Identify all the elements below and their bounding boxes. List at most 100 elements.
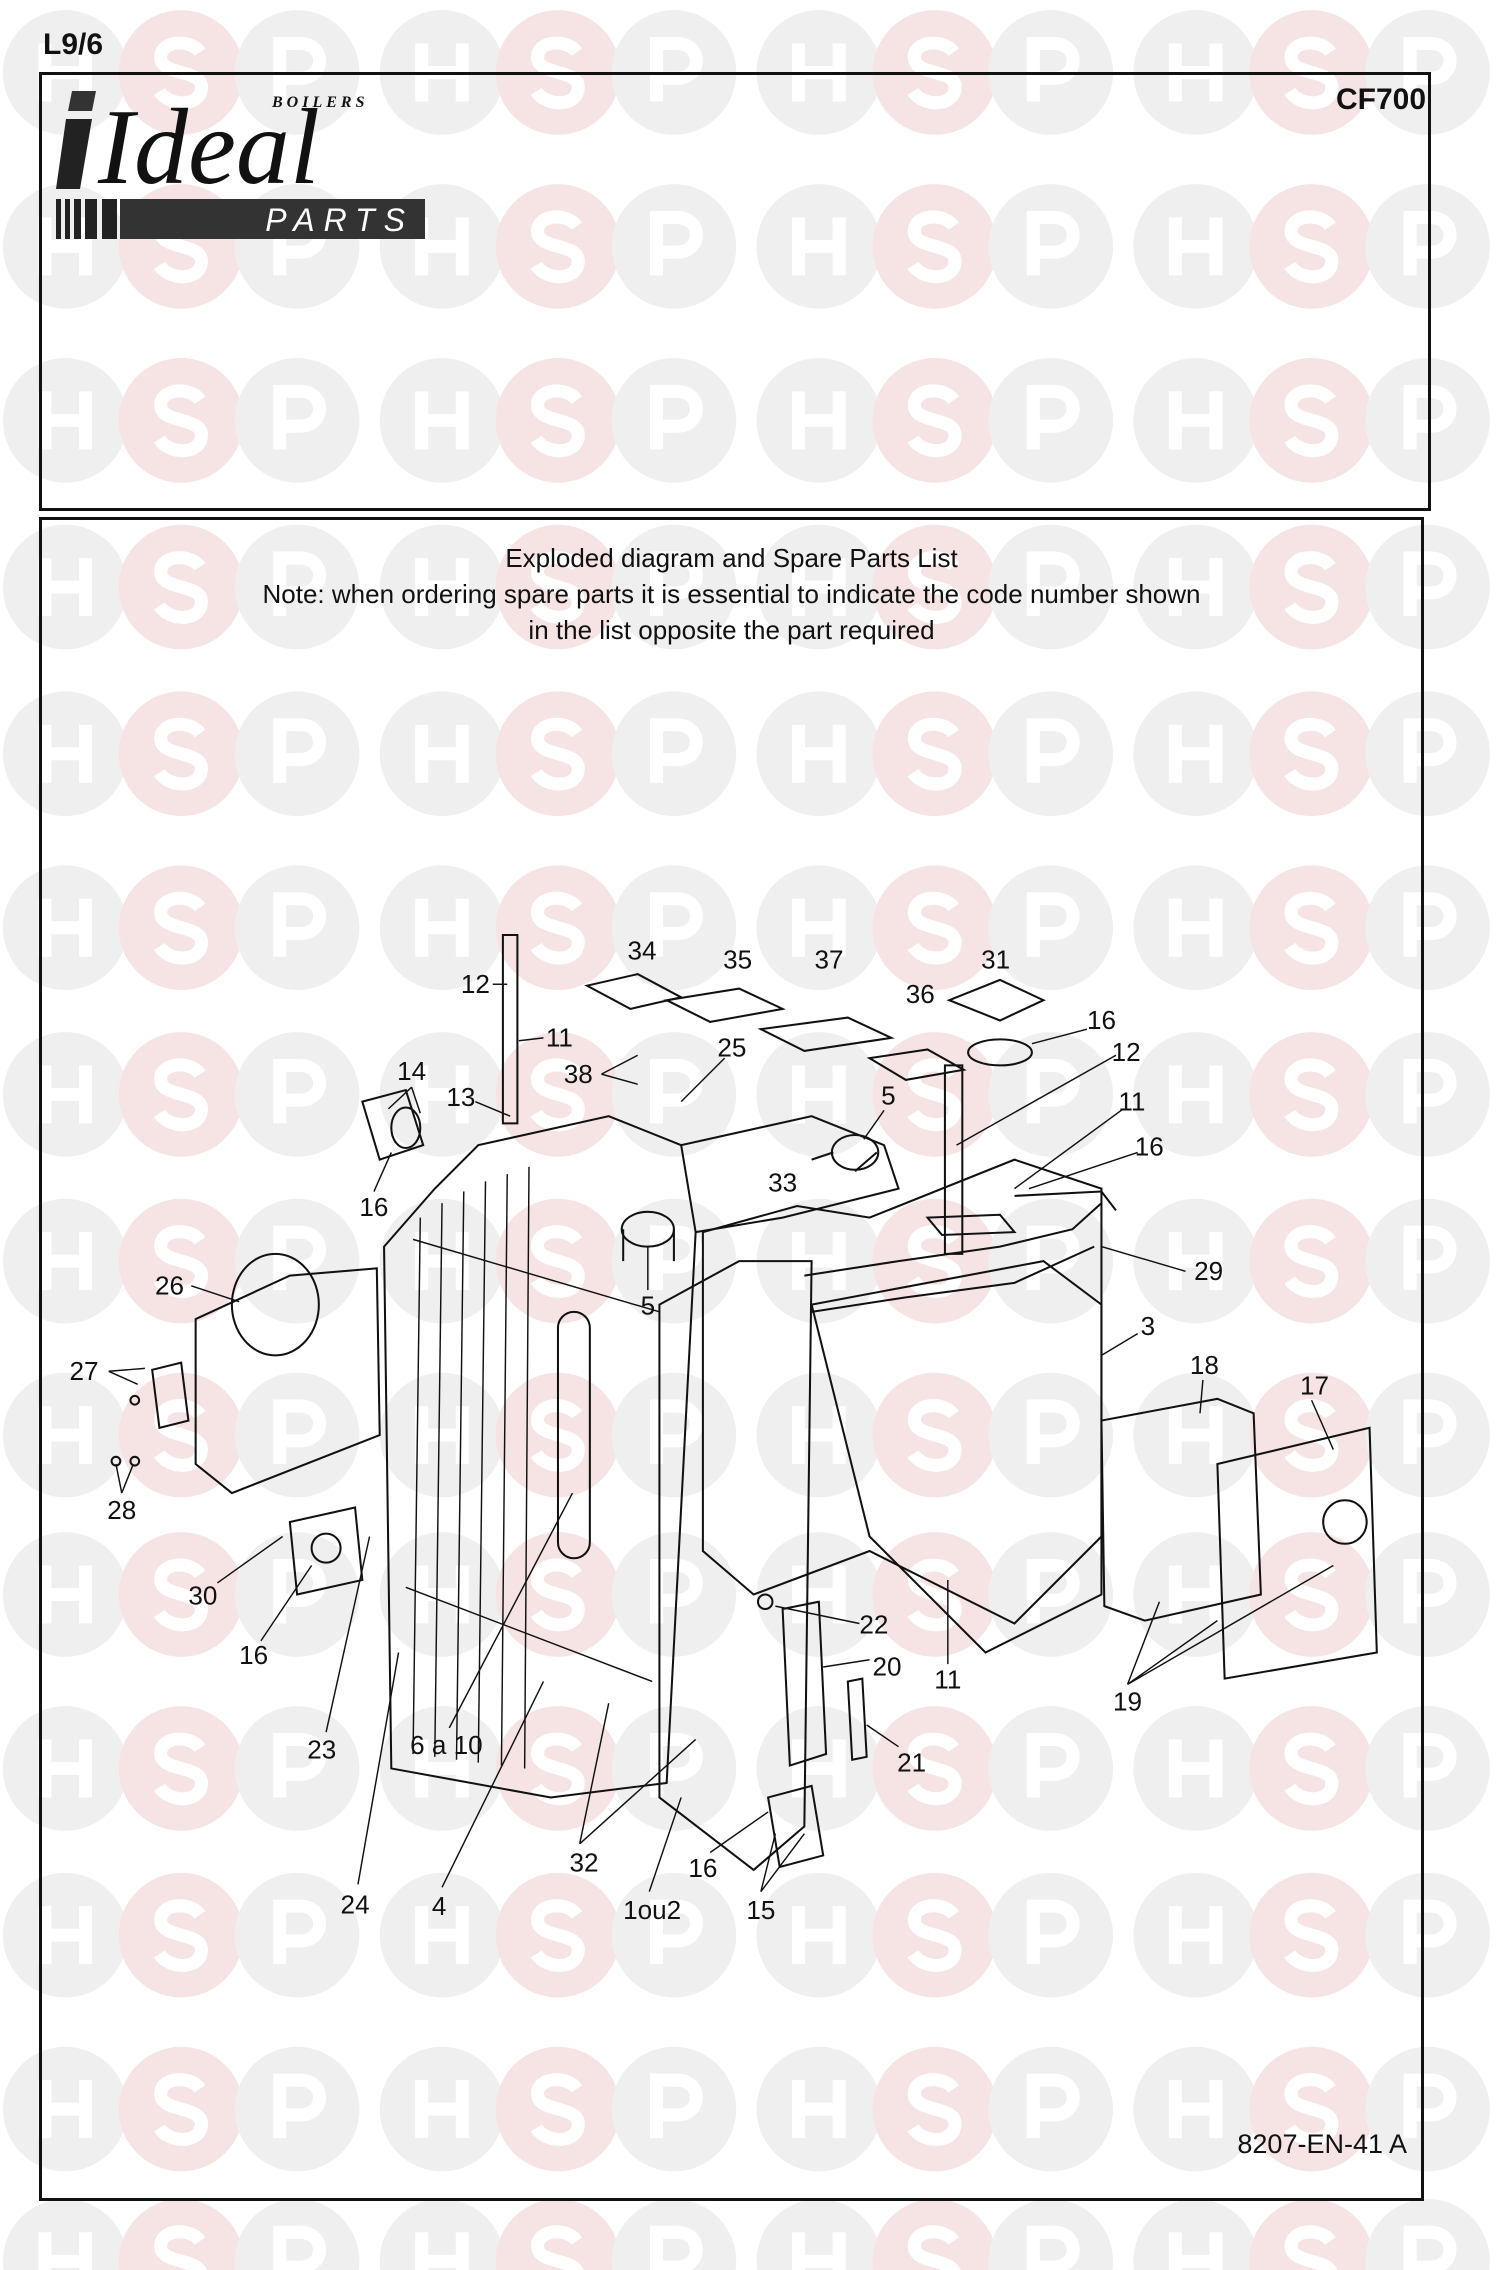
callout-label: 16: [1087, 1005, 1116, 1035]
watermark-letter: [650, 2073, 703, 2139]
callout-label: 6 a 10: [410, 1730, 483, 1760]
watermark-letter: [273, 2073, 327, 2139]
watermark-letter: [273, 36, 327, 102]
gasket-34: [584, 973, 685, 1010]
watermark-letter: [273, 1058, 327, 1124]
model-code: CF700: [1335, 83, 1426, 116]
watermark-letter: [907, 2073, 962, 2146]
watermark-letter: [153, 1899, 208, 1972]
callout-label: 36: [906, 979, 935, 1009]
callout-label: 31: [981, 944, 1010, 974]
callout-label: 38: [564, 1059, 593, 1089]
callout-label: 27: [70, 1356, 99, 1386]
watermark-letter: [415, 1065, 469, 1124]
watermark-letter: [1284, 1899, 1339, 1972]
callout-label: 16: [688, 1853, 717, 1883]
watermark-letter: [1403, 1058, 1457, 1124]
watermark-letter: [530, 1558, 585, 1632]
watermark-letter: [1403, 1558, 1457, 1624]
watermark-letter: [650, 892, 703, 957]
watermark-letter: [38, 724, 93, 783]
watermark-letter: [1284, 1058, 1339, 1132]
rear-section: [701, 1158, 1103, 1625]
watermark-letter: [530, 384, 585, 458]
burner-housing-26: [194, 1267, 381, 1495]
watermark-letter: [530, 210, 585, 284]
callout-label: 12: [461, 969, 490, 999]
watermark-letter: [1284, 2073, 1339, 2146]
callout-label: 5: [641, 1291, 656, 1321]
watermark-letter: [1026, 1899, 1080, 1965]
callout-label: 16: [239, 1640, 268, 1670]
watermark-letter: [530, 1899, 585, 1972]
watermark-letter: [792, 1565, 846, 1624]
watermark-letter: [1284, 1225, 1339, 1298]
watermark-letter: [1026, 1732, 1080, 1798]
strip-12: [501, 933, 519, 1125]
watermark-letter: [1168, 2080, 1223, 2139]
watermark-letter: [1168, 1906, 1223, 1965]
svg-text:PARTS: PARTS: [265, 202, 414, 238]
watermark-letter: [907, 1732, 962, 1806]
strip-12b: [943, 1064, 964, 1255]
watermark-letter: [650, 1732, 703, 1798]
watermark-letter: [650, 1399, 703, 1465]
watermark-letter: [273, 892, 327, 957]
watermark-letter: [1168, 1065, 1223, 1124]
watermark-letter: [1284, 1558, 1339, 1632]
watermark-letter: [650, 1225, 703, 1291]
watermark-letter: [650, 384, 703, 450]
flange-30: [288, 1506, 364, 1596]
callout-label: 26: [155, 1270, 184, 1300]
callout-label: 35: [723, 944, 752, 974]
callout-label: 3: [1141, 1311, 1156, 1341]
watermark-letter: [1403, 1899, 1457, 1965]
watermark-letter: [1284, 210, 1339, 284]
title-line-1: Exploded diagram and Spare Parts List: [505, 543, 958, 573]
watermark-letter: [792, 724, 846, 783]
watermark-letter: [415, 2080, 469, 2139]
callout-label: 25: [717, 1033, 746, 1063]
side-section: [658, 1260, 813, 1872]
watermark-letter: [530, 1225, 585, 1298]
watermark-letter: [1284, 384, 1339, 458]
watermark-letter: [1403, 551, 1457, 617]
watermark-letter: [907, 384, 962, 458]
watermark-letter: [1168, 724, 1223, 783]
callout-label: 24: [341, 1889, 370, 1919]
callout-label: 11: [934, 1665, 961, 1695]
callout-label: 28: [107, 1495, 136, 1525]
title-line-3: in the list opposite the part required: [528, 615, 935, 645]
watermark-letter: [415, 898, 469, 957]
watermark-letter: [38, 1739, 93, 1798]
watermark-letter: [1284, 891, 1339, 965]
watermark-letter: [792, 1065, 846, 1124]
watermark-letter: [1168, 898, 1223, 957]
watermark-letter: [530, 891, 585, 965]
svg-text:BOILERS: BOILERS: [271, 94, 368, 111]
watermark-letter: [530, 551, 585, 624]
callout-label: 29: [1194, 1256, 1223, 1286]
watermark-letter: [1026, 551, 1080, 617]
watermark-letter: [1026, 892, 1080, 957]
callout-label: 16: [359, 1192, 388, 1222]
watermark-letter: [273, 1399, 327, 1465]
watermark-letter: [650, 1058, 703, 1124]
watermark-letter: [907, 2225, 961, 2270]
watermark-letter: [907, 1558, 962, 1632]
callout-label: 4: [432, 1891, 447, 1921]
diagram-title: Exploded diagram and Spare Parts List No…: [42, 540, 1421, 648]
watermark-letter: [1168, 217, 1223, 276]
callout-label: 12: [1112, 1037, 1141, 1067]
callout-label: 30: [188, 1581, 217, 1611]
watermark-letter: [38, 1406, 93, 1465]
watermark-letter: [273, 1732, 327, 1798]
watermark-letter: [38, 1906, 93, 1965]
callout-label: 20: [872, 1652, 901, 1682]
watermark-letter: [907, 1225, 962, 1298]
watermark-circle: [2, 2198, 128, 2270]
watermark-letter: [1026, 2225, 1080, 2270]
watermark-letter: [1026, 36, 1080, 102]
